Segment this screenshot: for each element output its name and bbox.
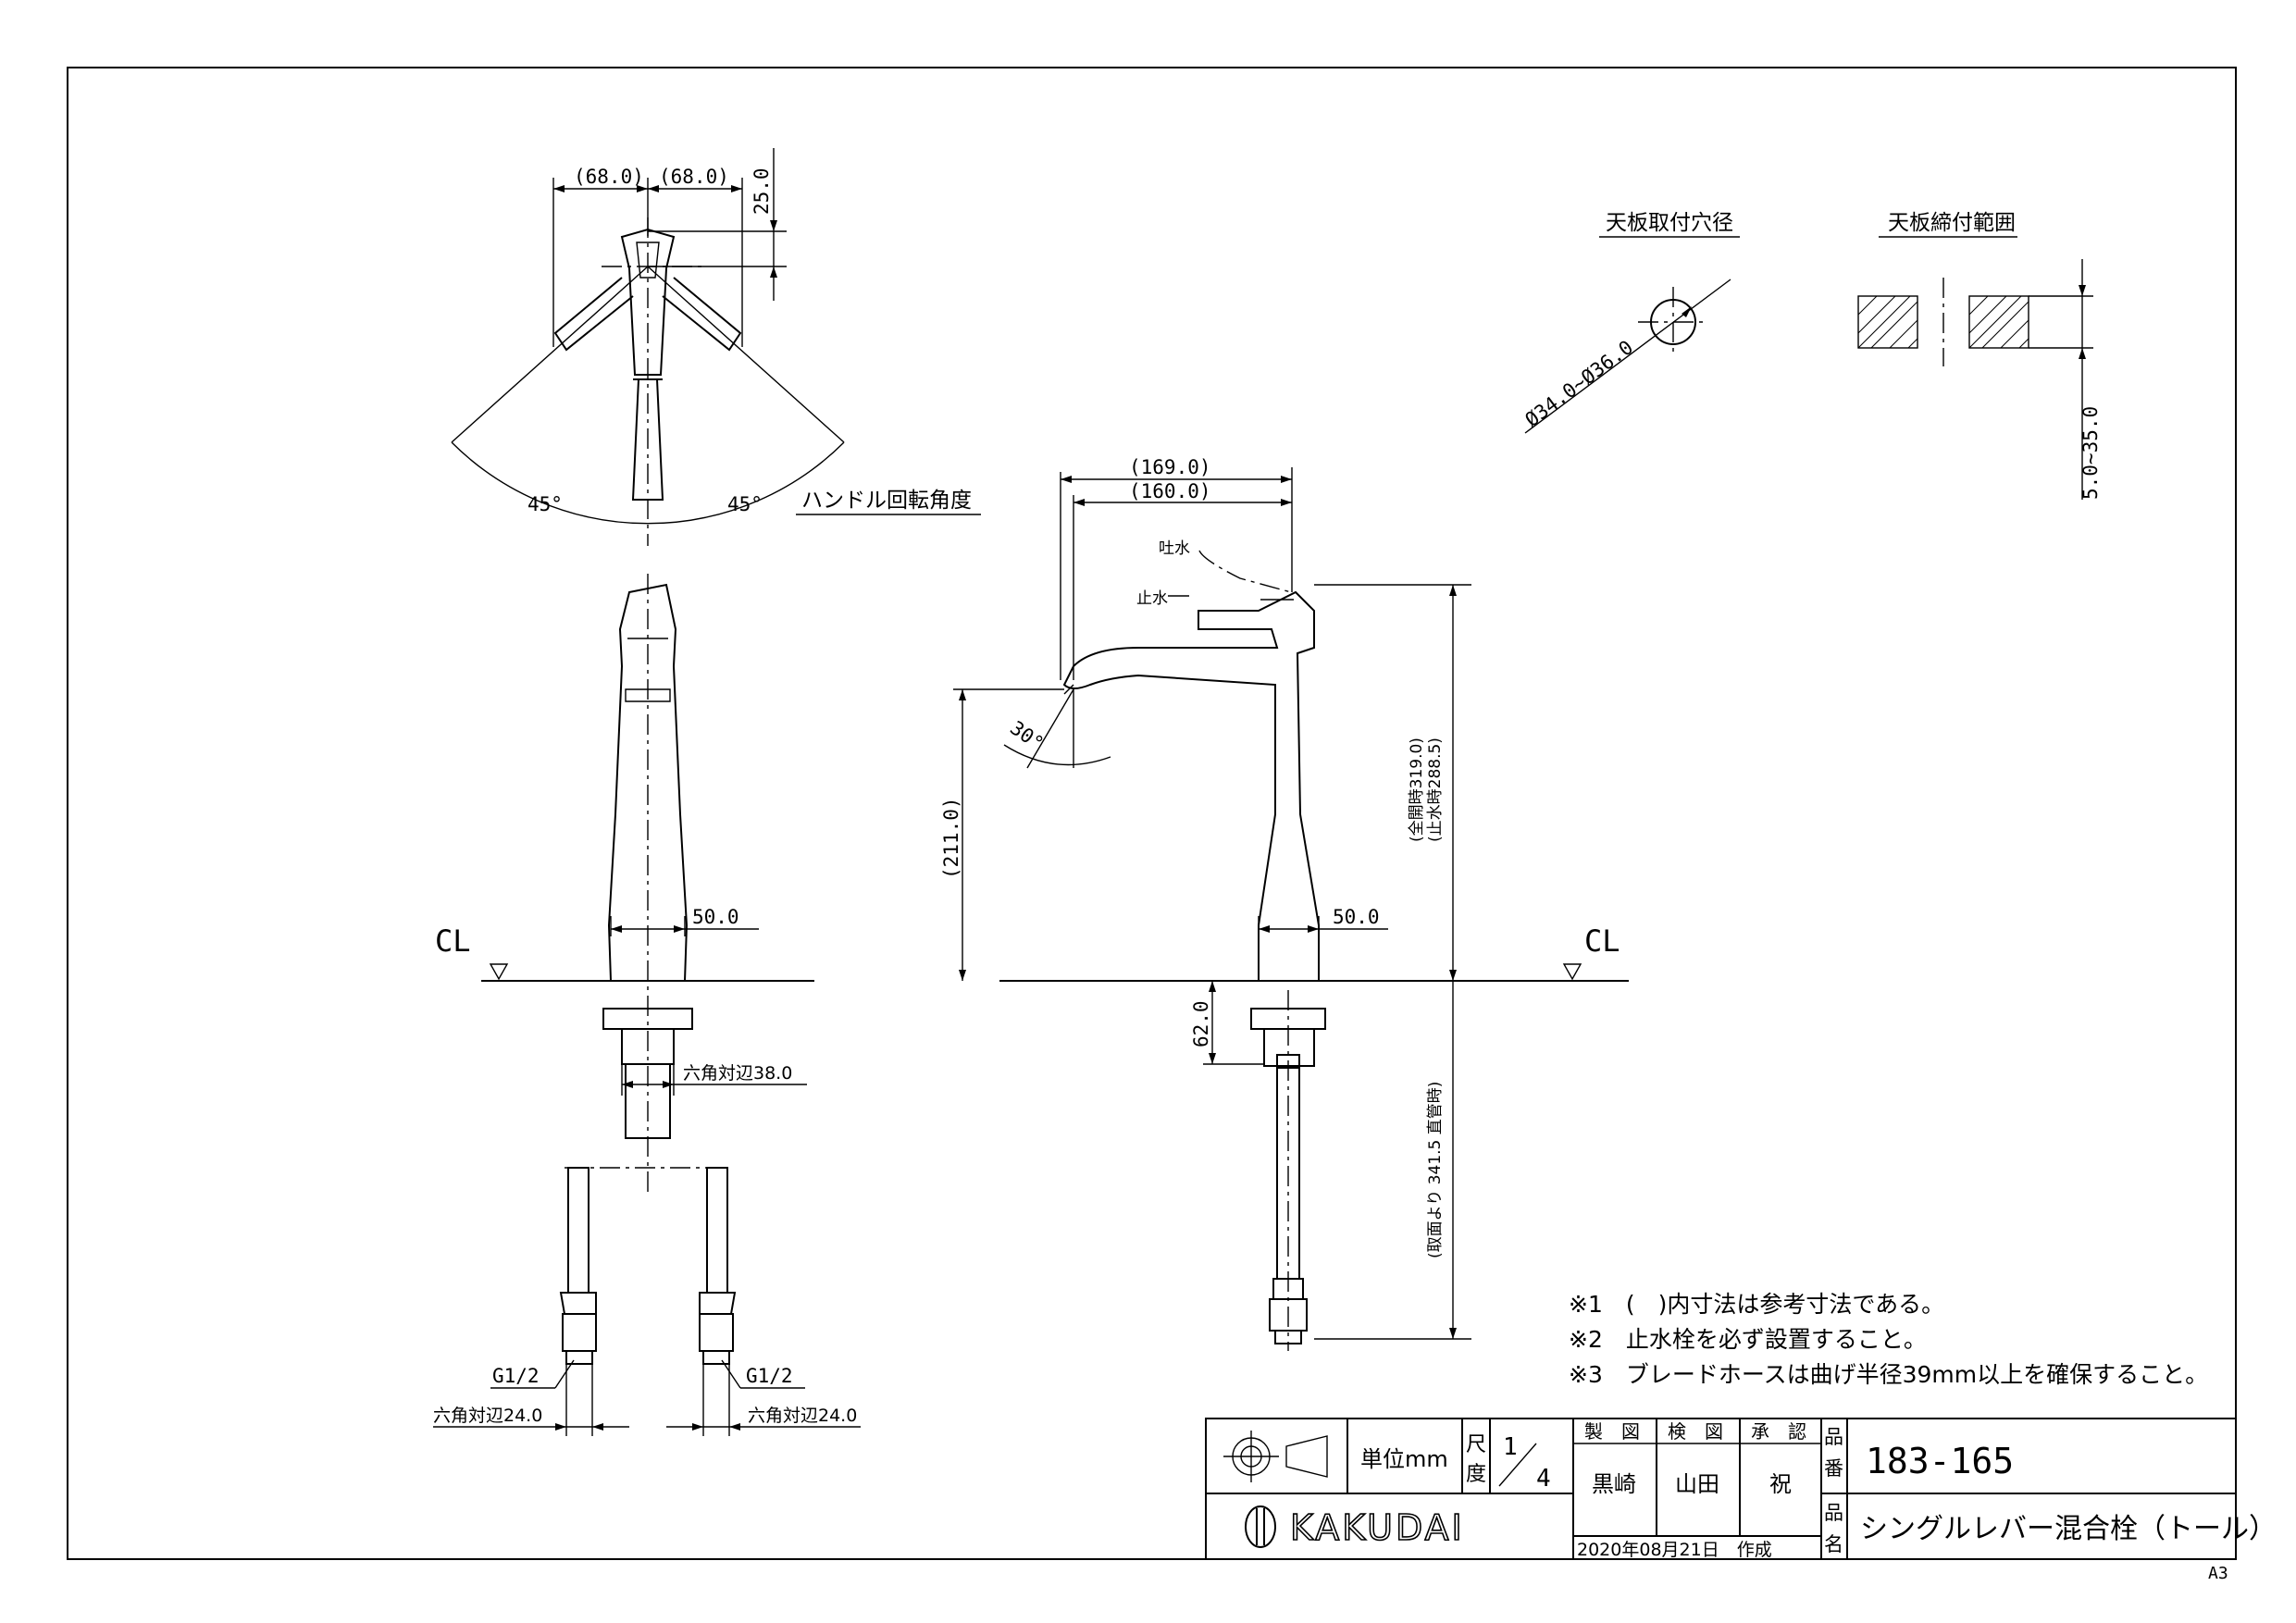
hole-title: 天板取付穴径 xyxy=(1606,211,1733,235)
top-dim-right: (68.0) xyxy=(659,166,729,188)
side-label-stop: 止水 xyxy=(1136,589,1168,608)
front-view: 50.0 CL 六角対辺38.0 G1/2 G1/2 xyxy=(433,574,861,1436)
made-label: 製 図 xyxy=(1584,1420,1640,1443)
drawing-date: 2020年08月21日 作成 xyxy=(1577,1540,1772,1560)
top-dim-height: 25.0 xyxy=(751,167,773,215)
unit-label: 単位mm xyxy=(1360,1446,1448,1472)
range-dim: 5.0~35.0 xyxy=(2079,406,2102,500)
check-label: 検 図 xyxy=(1668,1420,1723,1443)
note-1: ※1 ( )内寸法は参考寸法である。 xyxy=(1569,1291,1944,1318)
part-name: シングルレバー混合栓（トール） xyxy=(1860,1513,2277,1545)
sheet-size: A3 xyxy=(2208,1564,2228,1583)
side-spout-height: (211.0) xyxy=(940,797,962,879)
brand-name: KAKUDAI xyxy=(1290,1507,1465,1548)
side-height-closed: (止水時288.5) xyxy=(1426,737,1445,842)
front-center-label: CL xyxy=(435,923,471,959)
handle-rotation-label: ハンドル回転角度 xyxy=(801,489,972,513)
front-thread-left: G1/2 xyxy=(492,1365,540,1387)
part-no-label-2: 番 xyxy=(1824,1457,1843,1480)
side-reach-outer: (169.0) xyxy=(1129,456,1211,478)
scale-label-1: 尺 xyxy=(1466,1433,1486,1456)
side-height-open: (全開時319.0) xyxy=(1408,737,1426,842)
made-by: 黒崎 xyxy=(1592,1471,1636,1497)
part-name-label-2: 名 xyxy=(1824,1533,1843,1555)
title-block: 単位mm 尺 度 1 4 製 図 検 図 承 認 黒崎 山田 祝 品 番 183… xyxy=(1205,1418,2277,1560)
side-label-spout: 吐水 xyxy=(1159,539,1190,558)
top-dim-left: (68.0) xyxy=(574,166,644,188)
part-no: 183-165 xyxy=(1866,1441,2014,1481)
front-hex-left: 六角対辺24.0 xyxy=(433,1406,542,1426)
top-angle-left: 45° xyxy=(527,493,563,515)
mounting-details: 天板取付穴径 Ø34.0~Ø36.0 天板締付範囲 5.0~35.0 xyxy=(1521,211,2102,500)
part-no-label-1: 品 xyxy=(1824,1426,1843,1448)
front-hex-nut: 六角対辺38.0 xyxy=(683,1063,792,1084)
kakudai-logo: KAKUDAI xyxy=(1245,1505,1465,1549)
checked-by: 山田 xyxy=(1675,1471,1719,1497)
side-center-label: CL xyxy=(1584,923,1620,959)
side-hose-length: (取面より 341.5 直管時) xyxy=(1426,1082,1445,1258)
top-view: (68.0) (68.0) 25.0 45° 45° ハンドル回転角度 xyxy=(451,148,981,546)
drawing-border xyxy=(67,67,2237,1560)
note-3: ※3 ブレードホースは曲げ半径39mm以上を確保すること。 xyxy=(1569,1361,2208,1388)
approve-label: 承 認 xyxy=(1751,1420,1806,1443)
scale-num: 1 xyxy=(1503,1433,1518,1461)
side-view: (169.0) (160.0) 吐水 止水 30° (211.0) (全開時31… xyxy=(940,456,1629,1351)
top-angle-right: 45° xyxy=(727,493,763,515)
side-body-width: 50.0 xyxy=(1333,906,1380,928)
front-body-width: 50.0 xyxy=(692,906,739,928)
notes: ※1 ( )内寸法は参考寸法である。 ※2 止水栓を必ず設置すること。 ※3 ブ… xyxy=(1569,1291,2208,1388)
scale-label-2: 度 xyxy=(1466,1463,1486,1486)
side-under-counter: 62.0 xyxy=(1190,1000,1212,1047)
approved-by: 祝 xyxy=(1769,1471,1792,1497)
hole-dim: Ø34.0~Ø36.0 xyxy=(1521,336,1638,431)
note-2: ※2 止水栓を必ず設置すること。 xyxy=(1569,1326,1927,1353)
scale-den: 4 xyxy=(1536,1465,1551,1493)
range-title: 天板締付範囲 xyxy=(1888,211,2016,235)
front-hex-right: 六角対辺24.0 xyxy=(748,1406,857,1426)
side-reach-inner: (160.0) xyxy=(1129,480,1211,502)
part-name-label-1: 品 xyxy=(1824,1502,1843,1524)
front-thread-right: G1/2 xyxy=(746,1365,793,1387)
